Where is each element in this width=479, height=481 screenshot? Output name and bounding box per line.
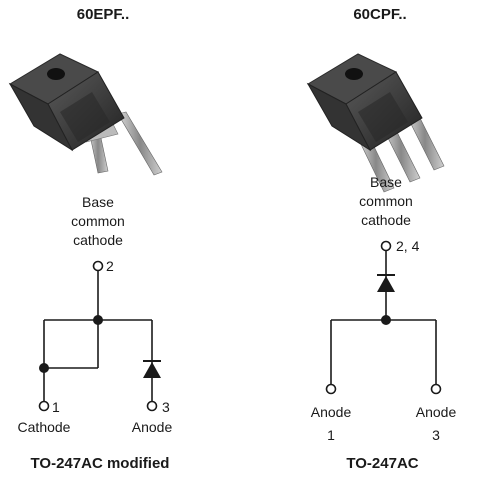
right-junction-dot	[381, 315, 391, 325]
right-pin3-number: 3	[432, 427, 440, 443]
left-base-label-line1: Base	[82, 194, 114, 210]
right-schematic	[325, 240, 442, 395]
left-pin1-terminal	[38, 400, 50, 412]
right-base-label-line3: cathode	[361, 212, 411, 228]
left-package-photo	[8, 53, 163, 176]
left-schematic	[38, 260, 161, 412]
left-package-name: TO-247AC modified	[30, 455, 170, 472]
left-junction-dot	[93, 315, 103, 325]
left-pin-top-number: 2	[106, 258, 114, 274]
left-pin1-name: Cathode	[17, 419, 71, 435]
right-pin1-terminal	[325, 383, 337, 395]
left-pin3-number: 3	[162, 399, 170, 415]
right-part-number: 60CPF..	[353, 6, 407, 23]
left-pin3-terminal	[146, 400, 158, 412]
right-pin3-terminal	[430, 383, 442, 395]
right-pin3-name: Anode	[415, 404, 457, 420]
right-pin24-terminal	[380, 240, 392, 252]
left-base-label-line3: cathode	[73, 232, 123, 248]
right-base-label-line1: Base	[370, 174, 402, 190]
right-diode-symbol	[377, 274, 395, 292]
right-package-name: TO-247AC	[346, 455, 419, 472]
right-package-photo	[306, 53, 445, 193]
right-pin1-name: Anode	[310, 404, 352, 420]
left-pin2-terminal	[92, 260, 104, 272]
left-diode-symbol	[143, 360, 161, 378]
left-junction-dot-2	[39, 363, 49, 373]
left-pin1-number: 1	[52, 399, 60, 415]
right-pin-top-number: 2, 4	[396, 238, 420, 254]
left-base-label-line2: common	[71, 213, 125, 229]
right-pin1-number: 1	[327, 427, 335, 443]
left-pin3-name: Anode	[131, 419, 173, 435]
left-part-number: 60EPF..	[76, 6, 130, 23]
right-base-label-line2: common	[359, 193, 413, 209]
